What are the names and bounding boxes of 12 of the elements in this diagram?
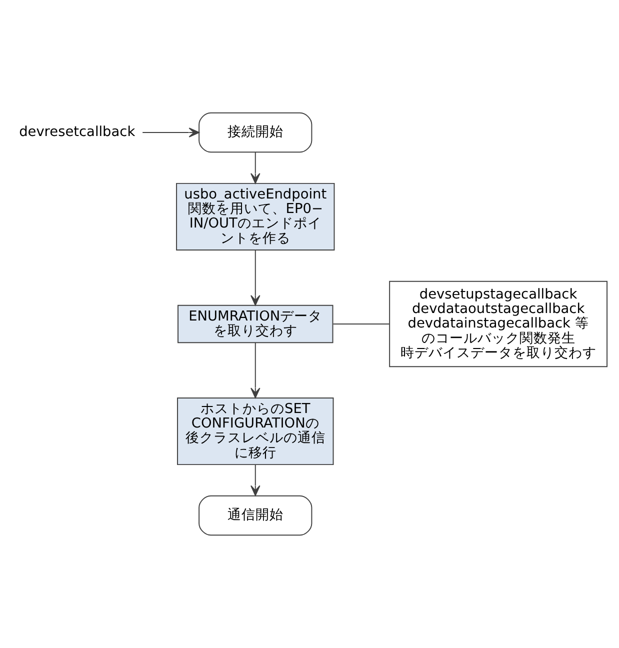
node-text: devresetcallback	[19, 124, 136, 140]
node-box: usbo_activeEndpoint関数を用いて、EP0−IN/OUTのエンドポイントを作る	[176, 182, 335, 251]
node-box: devsetupstagecallback devdataoutstagecallback devdatainstagecallback 等のコールバック関数発生時デバイスデータを取り交わす	[389, 280, 608, 368]
node-box: 通信開始	[198, 495, 312, 536]
node-box: 接続開始	[198, 112, 312, 153]
node-box: ENUMRATIONデータを取り交わす	[178, 304, 334, 344]
arrow	[250, 464, 260, 496]
node-box: ホストからのSET CONFIGURATIONの後クラスレベルの通信に移行	[177, 397, 334, 466]
arrow	[250, 342, 260, 398]
arrow	[250, 250, 260, 306]
arrow	[250, 152, 260, 184]
arrow	[142, 128, 200, 138]
